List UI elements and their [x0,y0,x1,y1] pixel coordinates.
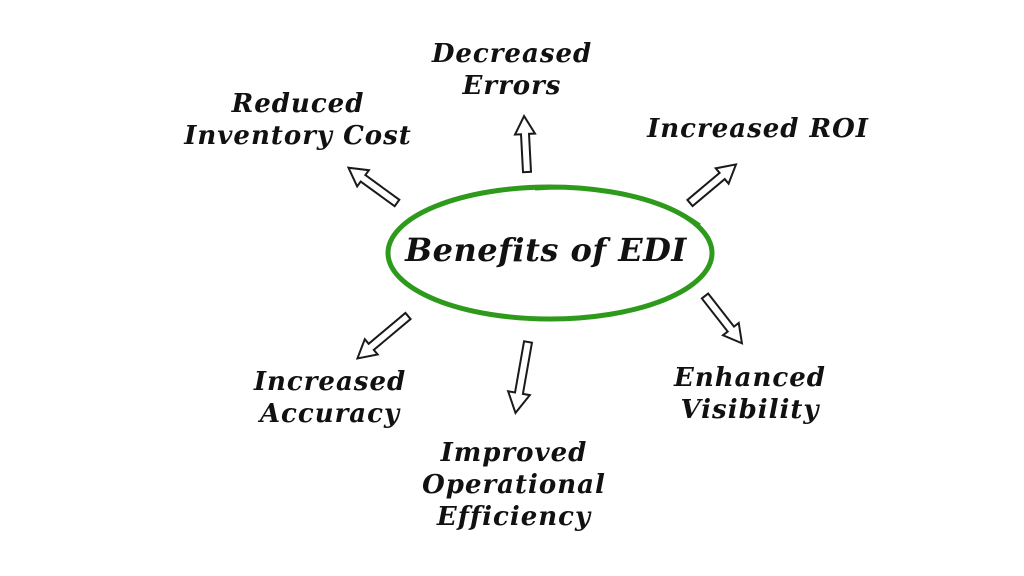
arrow-enhanced-visibility [700,292,744,345]
center-ellipse-overlap [534,186,701,227]
label-reduced-inventory-cost: Reduced Inventory Cost [184,88,412,152]
label-line: Reduced [231,89,365,119]
label-line: Operational [422,470,606,500]
label-line: Visibility [680,395,820,425]
center-title: Benefits of EDI [405,231,687,269]
label-decreased-errors: Decreased Errors [432,38,592,102]
label-line: Inventory Cost [184,121,412,151]
label-increased-accuracy: Increased Accuracy [254,366,406,430]
label-line: Errors [462,71,562,101]
label-line: Improved [440,438,588,468]
arrow-increased-accuracy [355,311,412,360]
arrow-improved-operational-efficiency [506,340,534,415]
label-improved-operational-efficiency: Improved Operational Efficiency [422,437,606,533]
label-line: Decreased [431,39,593,69]
label-line: Increased [253,367,407,397]
label-enhanced-visibility: Enhanced Visibility [674,362,826,426]
label-increased-roi: Increased ROI [647,113,869,145]
arrow-reduced-inventory-cost [346,166,401,208]
arrow-increased-roi [686,163,738,208]
arrow-decreased-errors [513,114,537,174]
label-line: Increased ROI [647,114,869,144]
label-line: Accuracy [259,399,401,429]
center-ellipse [385,184,715,322]
label-line: Efficiency [436,502,592,532]
label-line: Enhanced [674,363,826,393]
